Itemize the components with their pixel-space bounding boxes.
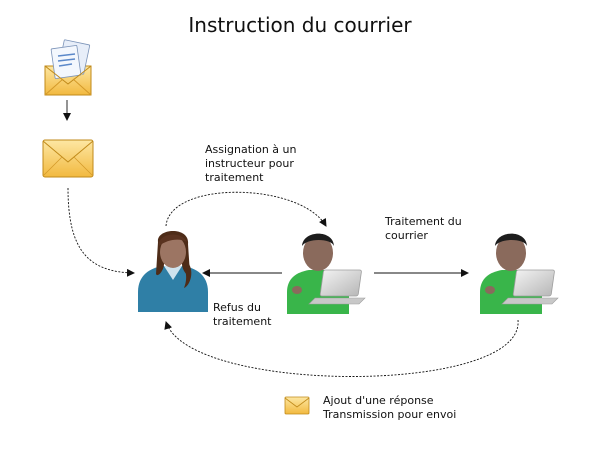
arrow-assignation [165, 191, 327, 227]
small-envelope-icon [284, 396, 310, 415]
closed-envelope-icon [42, 139, 94, 178]
label-traitement: Traitement du courrier [385, 215, 462, 242]
diagram-title: Instruction du courrier [188, 13, 412, 37]
user-with-laptop-icon [287, 233, 366, 314]
connectors [63, 100, 519, 377]
label-ajout-reponse: Ajout d'une réponse Transmission pour en… [323, 394, 457, 421]
label-refus: Refus du traitement [213, 301, 272, 328]
open-envelope-with-letters-icon [44, 39, 92, 96]
female-user-icon [138, 231, 208, 312]
label-assignation: Assignation à un instructeur pour traite… [205, 143, 297, 184]
user-with-laptop-icon [480, 233, 559, 314]
arrow-response-return [164, 319, 519, 377]
arrow-envelope-to-manager [67, 187, 135, 277]
